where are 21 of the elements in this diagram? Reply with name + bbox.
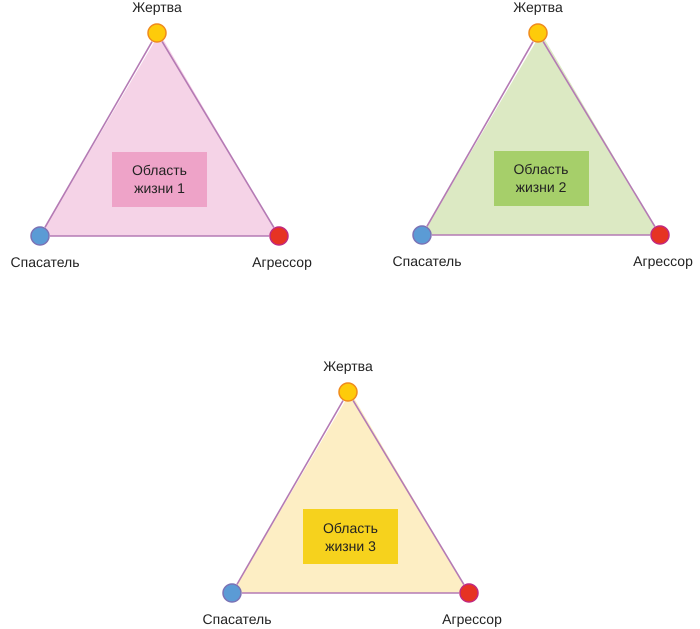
- vertex-label: Агрессор: [633, 253, 693, 269]
- triangle-side: [44, 41, 153, 228]
- triangle-side: [352, 400, 465, 585]
- triangle-side: [161, 41, 275, 228]
- text-box: Область жизни 1: [112, 152, 207, 207]
- triangle-side: [242, 592, 459, 594]
- triangle-side: [236, 400, 344, 585]
- vertex-label: Агрессор: [252, 254, 312, 270]
- vertex-label: Спасатель: [202, 611, 272, 627]
- text-box: Область жизни 2: [494, 150, 588, 206]
- vertex-label: Агрессор: [442, 611, 502, 627]
- vertex-label: Спасатель: [392, 253, 462, 269]
- vertex-label: Жертва: [323, 358, 373, 374]
- text-box: Область жизни 3: [303, 509, 398, 564]
- vertex-label: Жертва: [513, 0, 563, 15]
- vertex-label: Спасатель: [10, 254, 80, 270]
- triangle-side: [426, 41, 534, 227]
- triangle-side: [542, 41, 656, 227]
- vertex-label: Жертва: [132, 0, 182, 15]
- triangle-side: [50, 235, 269, 237]
- triangle-side: [432, 234, 650, 236]
